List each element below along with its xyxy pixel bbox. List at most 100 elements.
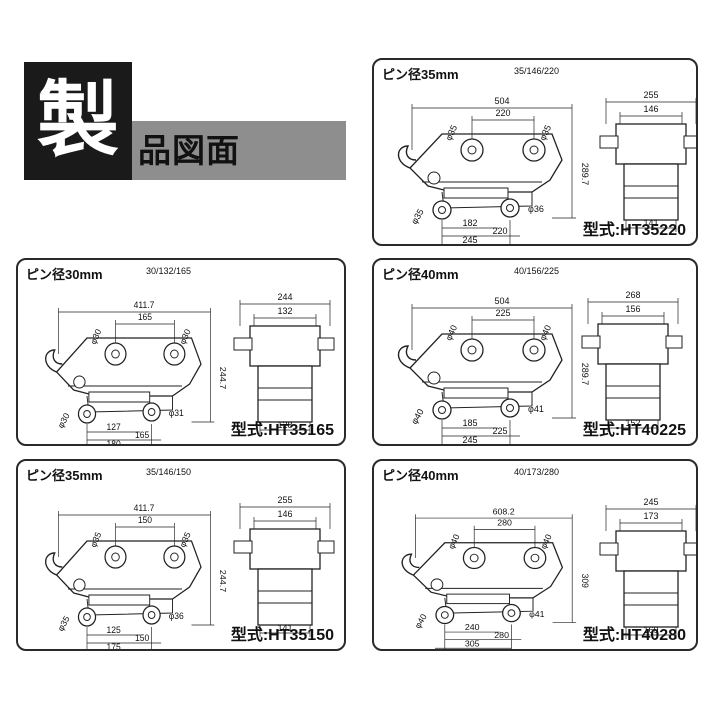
bot-c-label: 175 <box>106 642 120 651</box>
lock-pin <box>73 578 86 592</box>
lower-pin-inner <box>83 410 91 418</box>
lower-pin-b-label: φ41 <box>529 609 545 619</box>
top-pin-label: 220 <box>495 108 510 118</box>
bot-a-label: 127 <box>106 422 120 432</box>
bot-a-label: 182 <box>462 218 477 228</box>
side-pin-left <box>233 540 253 554</box>
hook-shape <box>397 145 417 169</box>
lower-pin-inner <box>438 206 446 214</box>
side-upper-frame <box>249 528 321 570</box>
side-top-label: 255 <box>643 90 658 100</box>
side-top-label: 268 <box>625 290 640 300</box>
top-total-label: 504 <box>494 96 509 106</box>
lower-pin-b-label: φ41 <box>528 404 544 414</box>
side-bot-label: 141 <box>277 623 292 633</box>
bot-b-label: 225 <box>492 426 507 436</box>
lock-pin <box>73 375 86 389</box>
height-label: 289.7 <box>580 363 590 386</box>
coupler-lower-frame <box>422 181 542 209</box>
height-label: 309 <box>580 574 590 588</box>
lower-pin-inner <box>438 406 446 414</box>
top-pin-a-label: φ40 <box>443 323 459 342</box>
bot-c-label: 245 <box>462 435 477 445</box>
side-pin-right <box>665 335 683 349</box>
spec-code: 35/146/150 <box>146 467 192 477</box>
lower-pin-inner <box>83 613 91 621</box>
top-pin-b-label: φ40 <box>538 533 554 551</box>
top-pin-inner <box>530 553 540 563</box>
title-text: 品図面 <box>138 132 240 169</box>
coupler-lower-frame <box>425 587 543 614</box>
lower-pin-inner <box>506 204 514 212</box>
height-label: 244.7 <box>218 570 228 593</box>
top-pin-b-label: φ35 <box>537 123 553 142</box>
side-upper-frame <box>615 123 687 165</box>
model-number: 型式:HT40225 <box>582 422 686 439</box>
lock-pin <box>427 371 441 385</box>
lower-pin-b-label: φ31 <box>169 408 184 418</box>
side-pin-right <box>317 540 335 554</box>
side-pin-left <box>599 135 619 149</box>
side-lower-frame <box>257 568 313 626</box>
side-bot-label: 141 <box>643 218 658 228</box>
bot-b-label: 220 <box>492 226 507 236</box>
top-pin-a-label: φ40 <box>446 533 462 551</box>
hook-shape <box>45 349 63 373</box>
model-number: 型式:HT40280 <box>582 627 686 644</box>
pin-diameter-title: ピン径40mm <box>382 468 459 483</box>
side-top-label: 245 <box>643 497 658 507</box>
side-upper-frame <box>597 323 669 365</box>
top-pin-inner <box>529 145 539 155</box>
side-top-label: 244 <box>277 292 292 302</box>
top-pin-inner <box>111 349 120 359</box>
top-total-label: 608.2 <box>493 506 515 516</box>
spec-code: 30/132/165 <box>146 266 192 276</box>
lower-pin-inner <box>506 404 514 412</box>
lower-pin-inner <box>507 609 516 617</box>
spec-code: 35/146/220 <box>514 66 560 76</box>
bot-a-label: 125 <box>106 625 120 635</box>
title-bar <box>132 121 346 180</box>
bot-b-label: 165 <box>135 430 149 440</box>
pin-diameter-title: ピン径40mm <box>382 267 459 282</box>
side-pin-left <box>581 335 601 349</box>
lower-pin-inner <box>147 611 156 619</box>
coupler-lower-frame <box>68 385 183 413</box>
side-lower-frame <box>257 365 313 423</box>
height-label: 289.7 <box>580 163 590 186</box>
side-bot-label: 128 <box>277 420 292 430</box>
top-pin-inner <box>467 345 477 355</box>
hydraulic-cylinder <box>443 187 509 199</box>
pin-diameter-title: ピン径35mm <box>26 468 103 483</box>
bot-c-label: 180 <box>106 439 120 446</box>
lower-pin-a-label: φ40 <box>409 407 426 426</box>
side-bot-label: 152 <box>625 418 640 428</box>
side-pin-right <box>683 135 696 149</box>
side-view: 244 132 128 <box>233 292 335 434</box>
hook-shape <box>45 552 63 576</box>
top-pin-label: 225 <box>495 308 510 318</box>
top-pin-inner <box>467 145 477 155</box>
top-pin-a-label: φ35 <box>443 123 459 142</box>
model-number: 型式:HT35165 <box>230 422 334 439</box>
top-pin-label: 280 <box>497 518 512 528</box>
hydraulic-cylinder <box>88 594 151 606</box>
pin-diameter-title: ピン径35mm <box>382 67 459 82</box>
side-lower-frame <box>623 570 679 628</box>
side-pin-right <box>317 337 335 351</box>
side-mid-label: 132 <box>277 306 292 316</box>
top-pin-inner <box>469 553 479 563</box>
model-number: 型式:HT35150 <box>230 627 334 644</box>
title-block <box>24 62 132 180</box>
coupler-body <box>55 337 202 397</box>
height-label: 244.7 <box>218 367 228 390</box>
